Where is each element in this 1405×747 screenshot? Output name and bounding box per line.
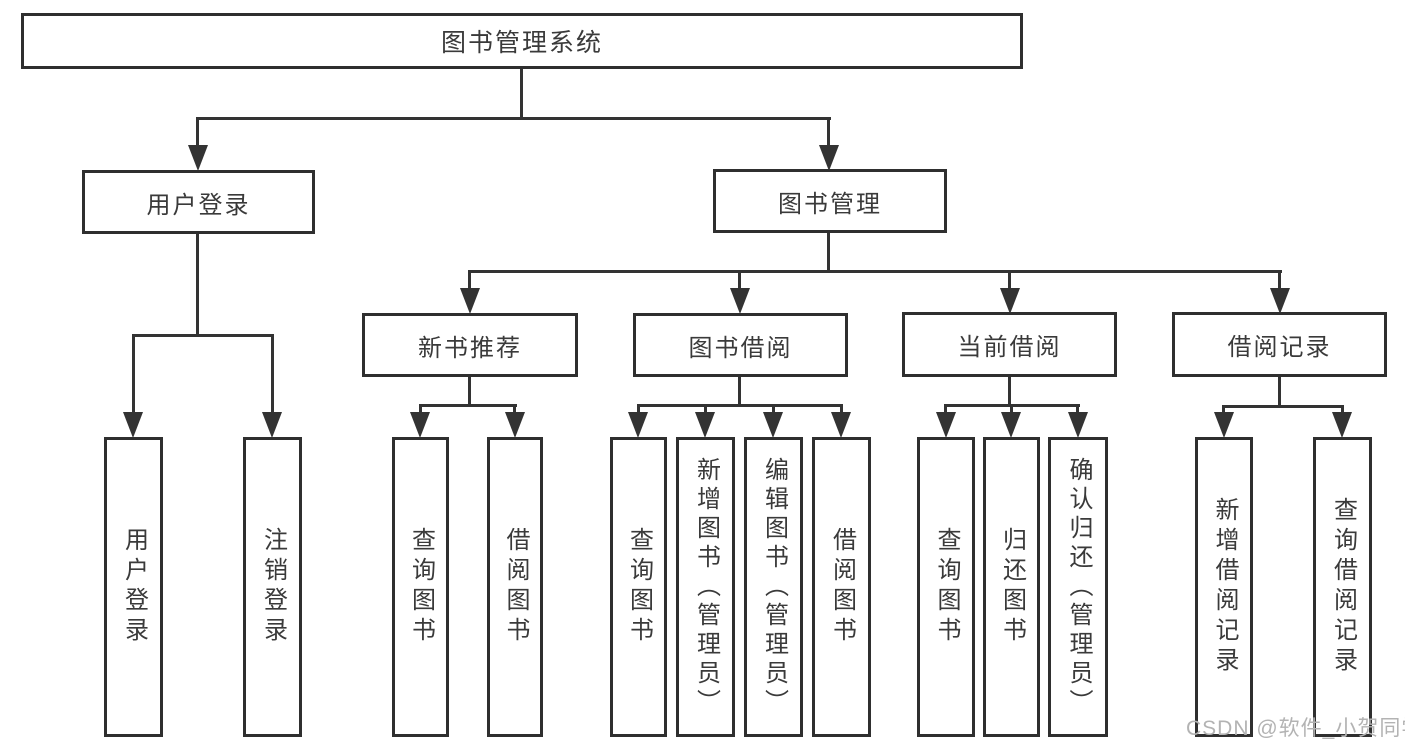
connector-line [738, 270, 741, 290]
arrowhead-icon [460, 288, 480, 314]
leaf-query-books-1: 查询图书 [392, 437, 449, 737]
connector-line [196, 234, 199, 336]
leaf-user-login: 用户登录 [104, 437, 163, 737]
leaf-query-borrow-record: 查询借阅记录 [1313, 437, 1372, 737]
arrowhead-icon [1001, 412, 1021, 438]
connector-line [1222, 405, 1225, 414]
arrowhead-icon [123, 412, 143, 438]
connector-line [196, 117, 199, 147]
connector-line [1341, 405, 1344, 414]
arrowhead-icon [730, 288, 750, 314]
connector-line [944, 404, 947, 414]
connector-line [772, 404, 775, 414]
leaf-query-books-2: 查询图书 [610, 437, 667, 737]
leaf-borrow-books-1: 借阅图书 [487, 437, 543, 737]
connector-line [419, 404, 517, 407]
arrowhead-icon [763, 412, 783, 438]
connector-line [419, 404, 422, 414]
arrowhead-icon [936, 412, 956, 438]
arrowhead-icon [1214, 412, 1234, 438]
arrowhead-icon [505, 412, 525, 438]
connector-line [1008, 270, 1011, 290]
arrowhead-icon [1332, 412, 1352, 438]
arrowhead-icon [1068, 412, 1088, 438]
csdn-watermark: CSDN @软件_小贺同学 [1186, 717, 1405, 740]
connector-line [1010, 404, 1013, 414]
connector-line [637, 404, 843, 407]
node-new-book-recommendation: 新书推荐 [362, 313, 578, 377]
connector-line [468, 377, 471, 407]
arrowhead-icon [1270, 288, 1290, 314]
leaf-return-books: 归还图书 [983, 437, 1040, 737]
connector-line [132, 334, 274, 337]
connector-line [513, 404, 516, 414]
arrowhead-icon [695, 412, 715, 438]
connector-line [827, 117, 830, 147]
leaf-edit-books-admin: 编辑图书（管理员） [744, 437, 803, 737]
node-current-borrowing: 当前借阅 [902, 312, 1117, 377]
connector-line [1076, 404, 1079, 414]
connector-line [738, 377, 741, 407]
leaf-logout: 注销登录 [243, 437, 302, 737]
leaf-query-books-3: 查询图书 [917, 437, 975, 737]
node-library-management-system: 图书管理系统 [21, 13, 1023, 69]
leaf-add-books-admin: 新增图书（管理员） [676, 437, 735, 737]
connector-line [132, 334, 135, 414]
connector-line [827, 233, 830, 273]
arrowhead-icon [831, 412, 851, 438]
connector-line [1278, 377, 1281, 408]
connector-line [704, 404, 707, 414]
node-book-borrowing: 图书借阅 [633, 313, 848, 377]
leaf-borrow-books-2: 借阅图书 [812, 437, 871, 737]
connector-line [468, 270, 1282, 273]
arrowhead-icon [188, 145, 208, 171]
connector-line [271, 334, 274, 414]
arrowhead-icon [628, 412, 648, 438]
connector-line [637, 404, 640, 414]
connector-line [1008, 377, 1011, 407]
arrowhead-icon [262, 412, 282, 438]
leaf-confirm-return-admin: 确认归还（管理员） [1048, 437, 1108, 737]
arrowhead-icon [1000, 288, 1020, 314]
connector-line [520, 69, 523, 119]
connector-line [1278, 270, 1281, 290]
node-user-login: 用户登录 [82, 170, 315, 234]
node-borrowing-records: 借阅记录 [1172, 312, 1387, 377]
connector-line [1222, 405, 1344, 408]
arrowhead-icon [410, 412, 430, 438]
connector-line [840, 404, 843, 414]
connector-line [468, 270, 471, 290]
arrowhead-icon [819, 145, 839, 171]
node-book-management: 图书管理 [713, 169, 947, 233]
connector-line [197, 117, 831, 120]
leaf-add-borrow-record: 新增借阅记录 [1195, 437, 1253, 737]
